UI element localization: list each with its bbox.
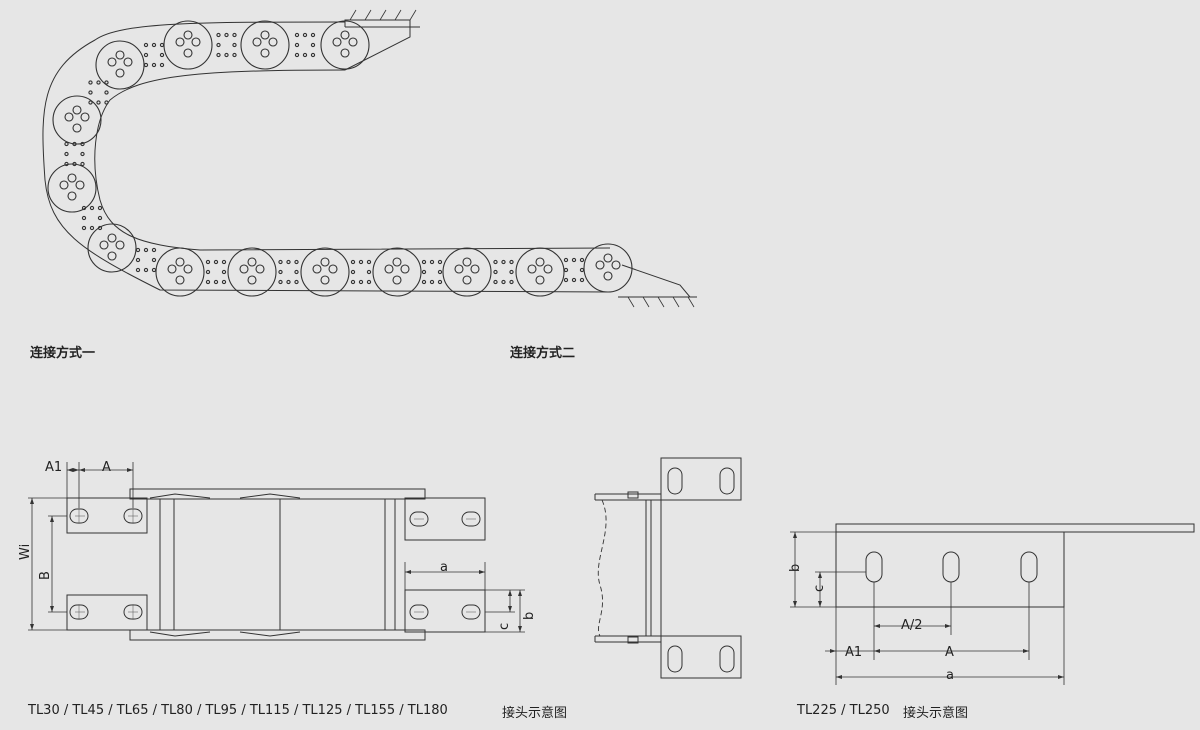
caption-connection-method-one: 连接方式一 [30, 346, 96, 361]
chain-link-9 [227, 247, 277, 297]
dimension-label-a-half: A/2 [901, 618, 923, 633]
chain-link-13 [515, 247, 565, 297]
dimension-label-b-height: b [522, 611, 537, 620]
chain-link-10 [300, 247, 350, 297]
dimension-label-a-large: A [945, 645, 954, 660]
chain-link-5 [52, 95, 102, 145]
joint-side-view [594, 457, 742, 679]
dimension-label-a1-large: A1 [845, 645, 863, 660]
dimension-label-c-large: c [812, 584, 827, 592]
chain-link-6 [47, 163, 97, 213]
chain-link-7 [87, 223, 137, 273]
chain-link-1 [320, 20, 370, 70]
caption-joint-diagram-one: 接头示意图 [502, 706, 568, 721]
dimension-label-a-width-large: a [946, 668, 954, 683]
dimension-label-a-width: a [440, 560, 448, 575]
dimension-label-a-pitch: A [102, 460, 111, 475]
chain-link-8 [155, 247, 205, 297]
dimension-label-wi: Wi [18, 543, 33, 560]
left-bottom-bracket [66, 594, 148, 631]
joint-drawing-large-series [790, 523, 1195, 685]
dimension-label-c: c [497, 622, 512, 630]
dimension-label-a1: A1 [45, 460, 63, 475]
joint-drawing-small-series [28, 462, 525, 641]
left-top-bracket [66, 497, 148, 534]
chain-link-14 [583, 243, 633, 293]
chain-link-3 [163, 20, 213, 70]
right-bottom-bracket [404, 589, 486, 633]
model-list-small-series: TL30 / TL45 / TL65 / TL80 / TL95 / TL115… [28, 703, 448, 718]
right-top-bracket [404, 497, 486, 541]
chain-link-11 [372, 247, 422, 297]
dimension-label-b-spacing: B [38, 571, 53, 580]
chain-link-12 [442, 247, 492, 297]
dimension-label-b-large: b [788, 563, 803, 572]
chain-link-4 [95, 40, 145, 90]
caption-joint-diagram-two: 接头示意图 [903, 706, 969, 721]
caption-connection-method-two: 连接方式二 [510, 346, 576, 361]
model-list-large-series: TL225 / TL250 [797, 703, 890, 718]
chain-link-2 [240, 20, 290, 70]
cable-chain-illustration [42, 9, 697, 308]
